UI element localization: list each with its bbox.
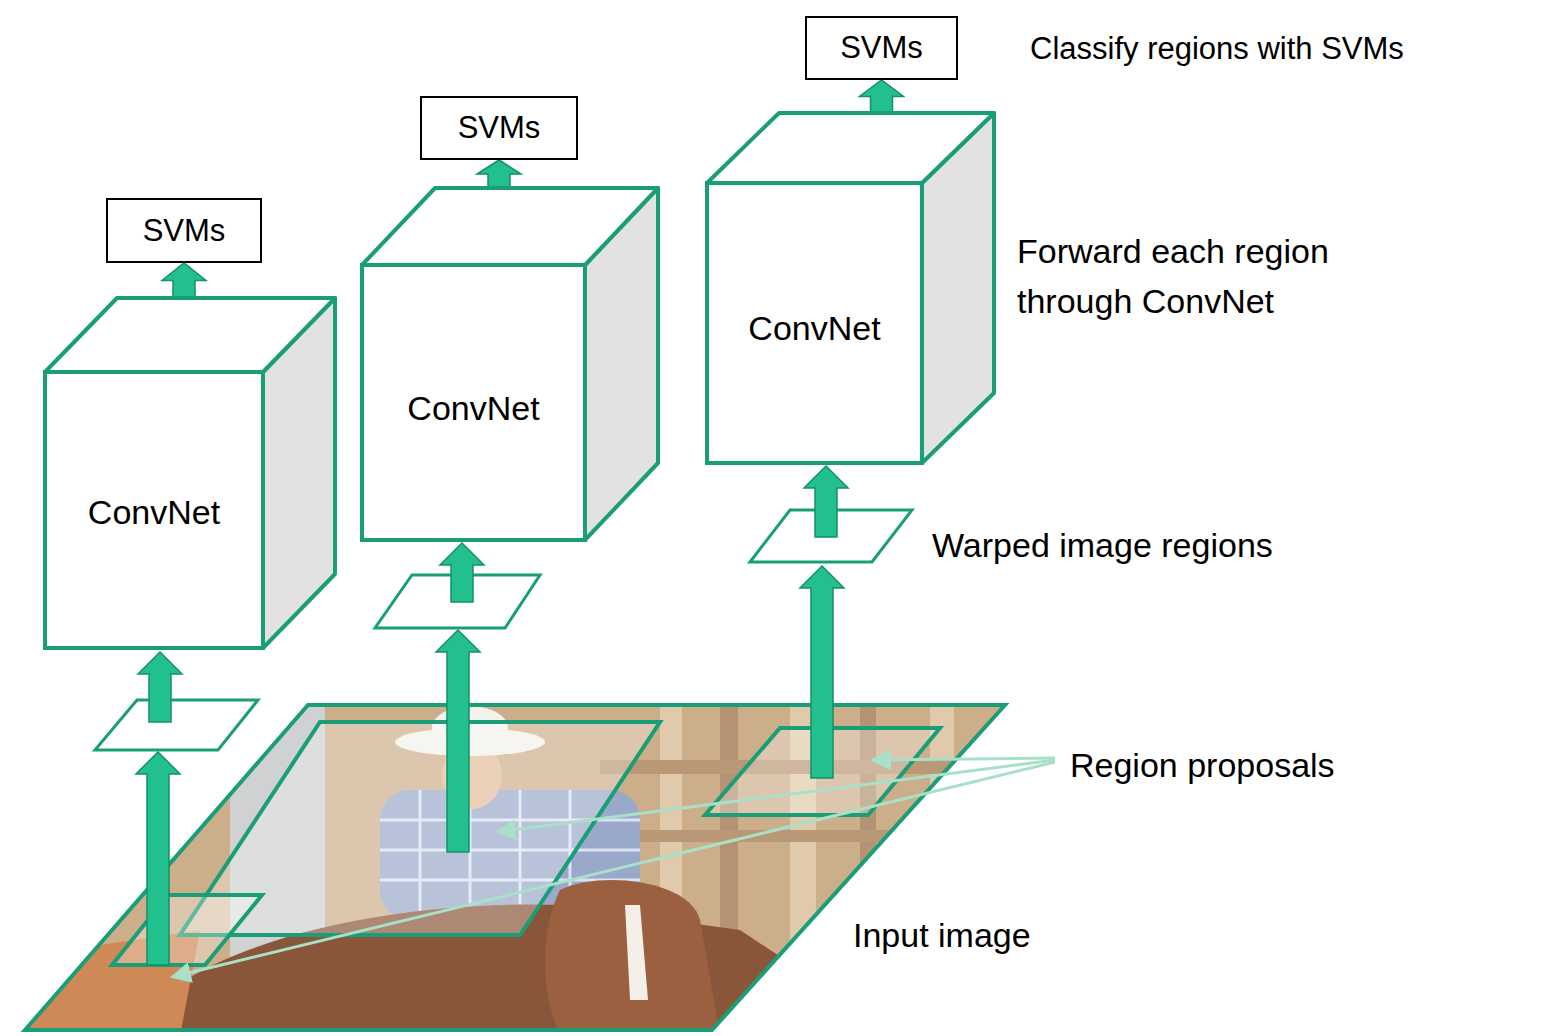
flow-arrow xyxy=(477,160,521,188)
flow-arrow xyxy=(162,263,206,298)
cuboid-outline xyxy=(362,188,658,540)
cuboid-top xyxy=(45,298,335,372)
photo-ground xyxy=(0,700,1010,1036)
up-arrow xyxy=(440,543,484,602)
classifier-box: SVMs xyxy=(420,96,578,160)
cuboid-front xyxy=(45,372,263,648)
box-label: SVMs xyxy=(458,109,541,146)
classifier-box: SVMs xyxy=(805,16,958,80)
annotation-label: Input image xyxy=(853,910,1031,960)
cuboid-top xyxy=(362,188,658,265)
up-arrow xyxy=(436,630,480,852)
up-arrow xyxy=(800,566,844,778)
cuboid-front xyxy=(707,183,922,463)
input-photo xyxy=(0,700,1020,1036)
cuboid-front xyxy=(362,265,585,540)
box-label: SVMs xyxy=(840,29,923,66)
region-proposal xyxy=(112,895,262,965)
input-image-frame xyxy=(25,705,1005,1030)
text-holder: ConvNet xyxy=(707,303,922,353)
up-arrow xyxy=(136,752,180,965)
up-arrow xyxy=(804,466,848,537)
text-holder: ConvNet xyxy=(45,487,263,537)
convnet-block: ConvNet xyxy=(45,298,335,648)
leader-line xyxy=(872,758,1055,760)
cuboid-outline xyxy=(707,113,994,463)
annotation-label: Classify regions with SVMs xyxy=(1030,24,1404,74)
convnet-block: ConvNet xyxy=(707,113,994,463)
warped-region xyxy=(95,700,258,750)
classifier-box: SVMs xyxy=(106,198,262,263)
text-holder: ConvNet xyxy=(362,383,585,433)
block-label: ConvNet xyxy=(45,487,263,537)
cuboid-top xyxy=(707,113,994,183)
photo-wash xyxy=(0,700,1010,1036)
leader-line xyxy=(172,762,1055,977)
convnet-block: ConvNet xyxy=(362,188,658,540)
block-label: ConvNet xyxy=(707,303,922,353)
leader-line xyxy=(497,760,1055,832)
block-label: ConvNet xyxy=(362,383,585,433)
annotation-label: Forward each region through ConvNet xyxy=(1017,226,1437,326)
box-label: SVMs xyxy=(143,212,226,249)
cuboid-outline xyxy=(45,298,335,648)
annotation-label: Warped image regions xyxy=(932,520,1273,570)
up-arrow xyxy=(138,652,182,722)
annotation-label: Region proposals xyxy=(1070,740,1335,790)
flow-arrow xyxy=(860,80,904,113)
